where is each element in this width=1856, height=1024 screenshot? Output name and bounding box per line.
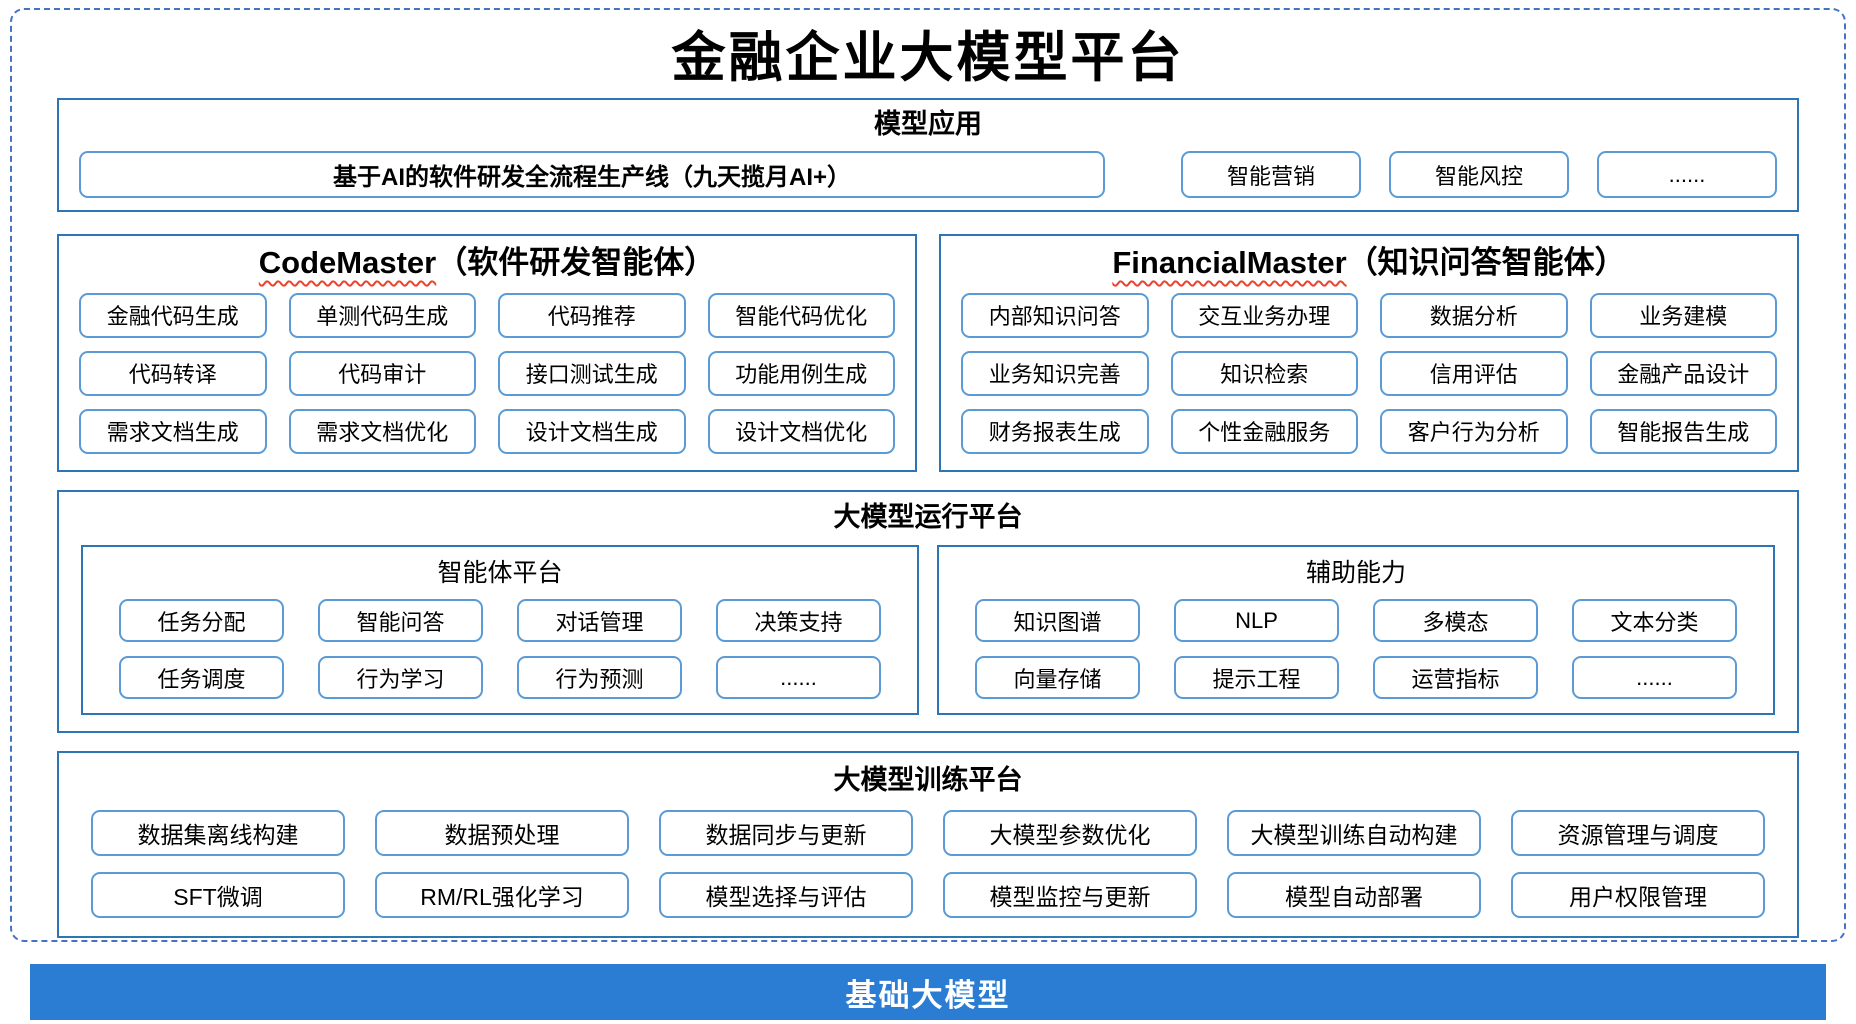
capability-box: 文本分类 — [1572, 599, 1737, 643]
section-model-application: 模型应用 基于AI的软件研发全流程生产线（九天揽月AI+） 智能营销智能风控..… — [57, 98, 1799, 213]
capability-box: 决策支持 — [716, 599, 881, 643]
section-run-platform: 大模型运行平台 智能体平台 任务分配智能问答对话管理决策支持任务调度行为学习行为… — [57, 489, 1799, 734]
auxiliary-capability-grid: 知识图谱 NLP 多模态文本分类向量存储提示工程运营指标...... — [963, 599, 1749, 700]
capability-box: 数据分析 — [1380, 292, 1568, 338]
capability-box: 客户行为分析 — [1380, 408, 1568, 454]
page-title: 金融企业大模型平台 — [671, 25, 1185, 89]
capability-box: 代码转译 — [79, 350, 267, 396]
agents-row: CodeMaster（软件研发智能体） 金融代码生成单测代码生成代码推荐智能代码… — [57, 234, 1799, 472]
capability-box: 运营指标 — [1373, 656, 1538, 700]
ai-pipeline-box: 基于AI的软件研发全流程生产线（九天揽月AI+） — [79, 151, 1105, 199]
capability-box: 接口测试生成 — [498, 350, 686, 396]
capability-box: 内部知识问答 — [961, 292, 1149, 338]
capability-box: 信用评估 — [1380, 350, 1568, 396]
capability-box: 交互业务办理 — [1170, 292, 1358, 338]
application-box: ...... — [1597, 151, 1777, 199]
auxiliary-capability-header: 辅助能力 — [1305, 559, 1406, 588]
capability-box: 业务知识完善 — [961, 350, 1149, 396]
capability-box: 数据同步与更新 — [659, 810, 913, 857]
capability-box: 多模态 — [1373, 599, 1538, 643]
train-platform-grid: 数据集离线构建数据预处理数据同步与更新大模型参数优化大模型训练自动构建资源管理与… — [85, 810, 1771, 919]
capability-box: 设计文档生成 — [498, 408, 686, 454]
capability-box: 代码审计 — [288, 350, 476, 396]
section-code-master: CodeMaster（软件研发智能体） 金融代码生成单测代码生成代码推荐智能代码… — [57, 234, 917, 472]
financial-master-header: FinancialMaster（知识问答智能体） — [955, 244, 1783, 283]
capability-box: 行为学习 — [318, 656, 483, 700]
platform-dashed-frame: 金融企业大模型平台 模型应用 基于AI的软件研发全流程生产线（九天揽月AI+） … — [10, 8, 1846, 942]
capability-box: 知识图谱 — [975, 599, 1140, 643]
capability-box: 大模型参数优化 — [943, 810, 1197, 857]
agent-platform-header: 智能体平台 — [437, 559, 563, 588]
capability-box: 个性金融服务 — [1170, 408, 1358, 454]
agent-platform-grid: 任务分配智能问答对话管理决策支持任务调度行为学习行为预测...... — [107, 599, 893, 700]
capability-box: 数据集离线构建 — [91, 810, 345, 857]
section-financial-master: FinancialMaster（知识问答智能体） 内部知识问答交互业务办理数据分… — [939, 234, 1799, 472]
capability-box: 代码推荐 — [498, 292, 686, 338]
code-master-grid: 金融代码生成单测代码生成代码推荐智能代码优化代码转译代码审计接口测试生成功能用例… — [73, 292, 901, 454]
application-box: 智能风控 — [1389, 151, 1569, 199]
capability-box: 财务报表生成 — [961, 408, 1149, 454]
model-application-items: 智能营销智能风控...... — [1153, 151, 1777, 199]
capability-box: 智能报告生成 — [1589, 408, 1777, 454]
capability-box: 设计文档优化 — [707, 408, 895, 454]
capability-box: RM/RL强化学习 — [375, 872, 629, 919]
capability-box: 需求文档生成 — [79, 408, 267, 454]
capability-box: 用户权限管理 — [1511, 872, 1765, 919]
model-application-row: 基于AI的软件研发全流程生产线（九天揽月AI+） 智能营销智能风控...... — [79, 151, 1777, 199]
capability-box: 模型选择与评估 — [659, 872, 913, 919]
code-master-name: CodeMaster — [258, 245, 437, 281]
application-box: 智能营销 — [1181, 151, 1361, 199]
capability-box: 模型自动部署 — [1227, 872, 1481, 919]
code-master-suffix: （软件研发智能体） — [436, 245, 716, 281]
train-platform-header: 大模型训练平台 — [833, 765, 1023, 796]
capability-box: 模型监控与更新 — [943, 872, 1197, 919]
agent-platform-box: 智能体平台 任务分配智能问答对话管理决策支持任务调度行为学习行为预测...... — [81, 545, 919, 716]
capability-box: 金融产品设计 — [1589, 350, 1777, 396]
capability-box: 智能问答 — [318, 599, 483, 643]
capability-box: 任务调度 — [119, 656, 284, 700]
section-train-platform: 大模型训练平台 数据集离线构建数据预处理数据同步与更新大模型参数优化大模型训练自… — [57, 751, 1799, 939]
capability-box: 向量存储 — [975, 656, 1140, 700]
capability-box: 数据预处理 — [375, 810, 629, 857]
capability-box: SFT微调 — [91, 872, 345, 919]
financial-master-suffix: （知识问答智能体） — [1346, 245, 1626, 281]
financial-master-grid: 内部知识问答交互业务办理数据分析业务建模业务知识完善知识检索信用评估金融产品设计… — [955, 292, 1783, 454]
capability-box: 金融代码生成 — [79, 292, 267, 338]
capability-box: 大模型训练自动构建 — [1227, 810, 1481, 857]
run-platform-header: 大模型运行平台 — [833, 501, 1023, 532]
capability-box: 任务分配 — [119, 599, 284, 643]
capability-box: 对话管理 — [517, 599, 682, 643]
run-platform-columns: 智能体平台 任务分配智能问答对话管理决策支持任务调度行为学习行为预测......… — [81, 545, 1775, 716]
capability-box: ...... — [716, 656, 881, 700]
capability-box: 行为预测 — [517, 656, 682, 700]
capability-box: NLP — [1174, 599, 1339, 643]
capability-box: ...... — [1572, 656, 1737, 700]
capability-box: 知识检索 — [1170, 350, 1358, 396]
auxiliary-capability-box: 辅助能力 知识图谱 NLP 多模态文本分类向量存储提示工程运营指标...... — [937, 545, 1775, 716]
base-model-bar: 基础大模型 — [30, 964, 1826, 1020]
financial-master-name: FinancialMaster — [1112, 245, 1347, 281]
capability-box: 资源管理与调度 — [1511, 810, 1765, 857]
capability-box: 单测代码生成 — [288, 292, 476, 338]
capability-box: 提示工程 — [1174, 656, 1339, 700]
code-master-header: CodeMaster（软件研发智能体） — [73, 244, 901, 283]
model-application-header: 模型应用 — [874, 109, 982, 140]
capability-box: 需求文档优化 — [288, 408, 476, 454]
capability-box: 功能用例生成 — [707, 350, 895, 396]
capability-box: 业务建模 — [1589, 292, 1777, 338]
capability-box: 智能代码优化 — [707, 292, 895, 338]
